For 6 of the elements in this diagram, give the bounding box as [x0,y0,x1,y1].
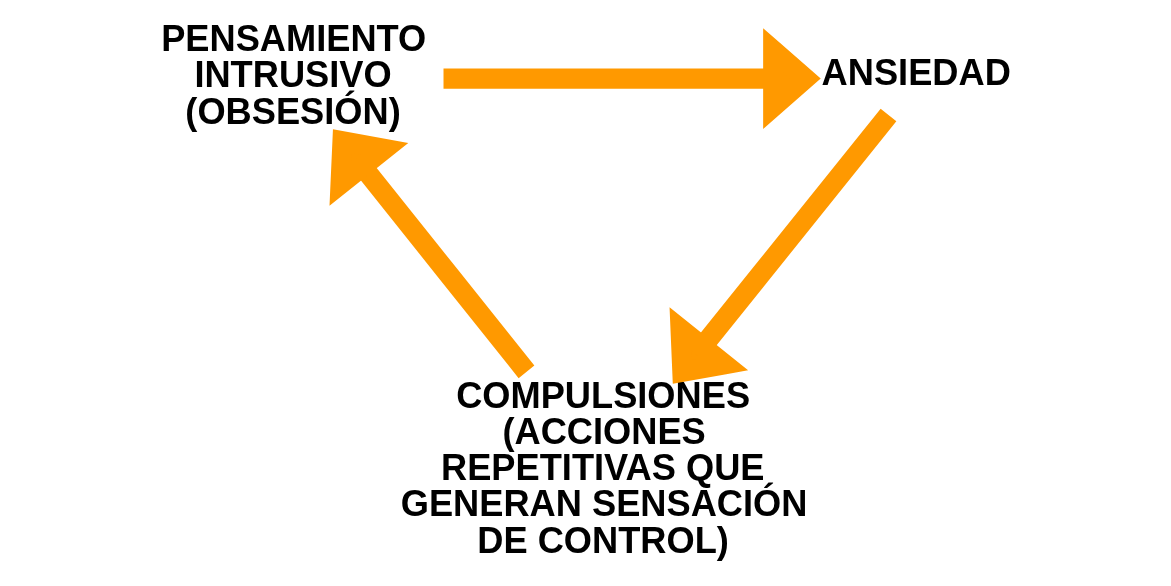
arrow [669,108,896,384]
node-text: PENSAMIENTO INTRUSIVO (OBSESIÓN) [160,18,426,132]
node-text: COMPULSIONES (ACCIONES REPETITIVAS QUE GENERAN SENSACIÓN DE CONTROL) [400,374,807,561]
node-text: ANSIEDAD [821,52,1011,94]
arrow [443,28,821,129]
arrow [329,129,534,379]
